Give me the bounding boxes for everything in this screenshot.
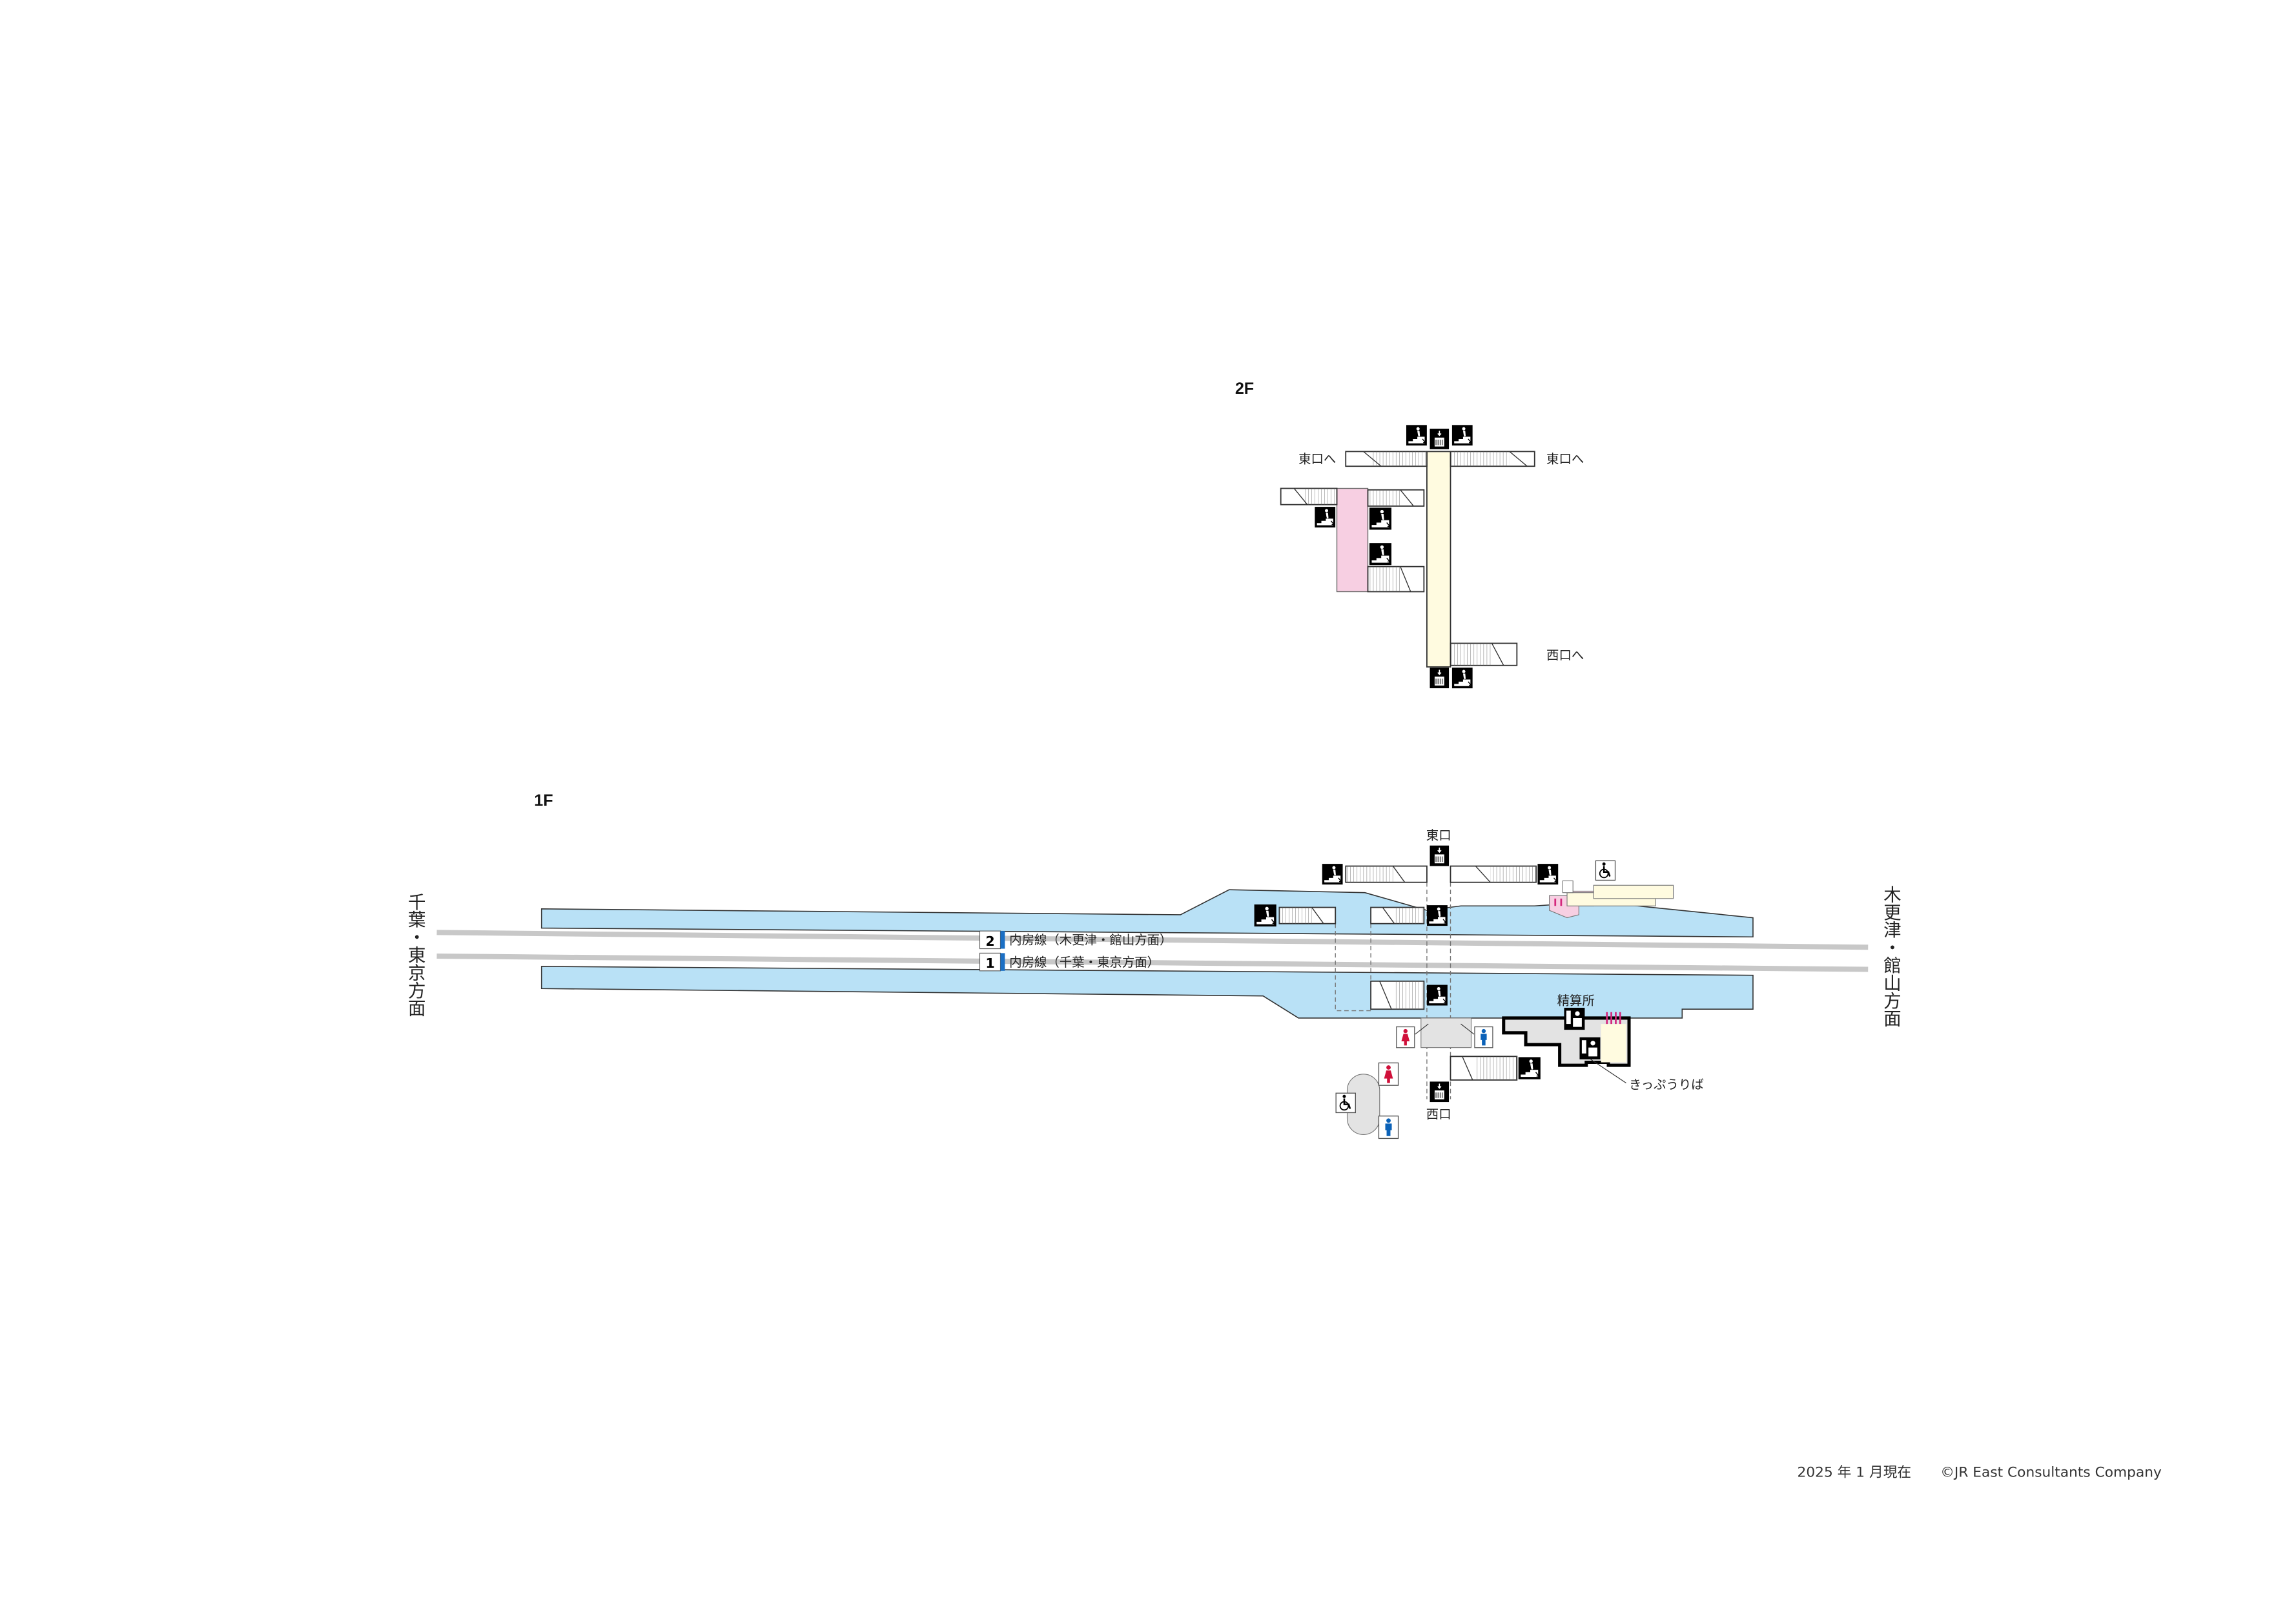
ramp-east — [1593, 884, 1674, 899]
stairs-1f-west — [1450, 1056, 1518, 1081]
stairs-1f-platform-north-right — [1370, 906, 1425, 924]
female-toilet-icon — [1378, 1062, 1399, 1087]
stairs-1f-east-right — [1450, 865, 1537, 883]
toilet-area — [1420, 1017, 1472, 1048]
elevator-icon — [1430, 427, 1450, 451]
track-2 — [436, 930, 1869, 950]
stairs-up-icon — [1369, 543, 1392, 566]
fare-adjustment-label: 精算所 — [1557, 993, 1595, 1008]
stairs-up-icon — [1426, 984, 1448, 1006]
direction-left: 千葉・東京方面 — [405, 893, 426, 1017]
ticket-sales-label: きっぷうりば — [1629, 1077, 1704, 1092]
track-number: 2 — [985, 934, 994, 949]
elevator-icon — [1430, 1081, 1450, 1103]
stairs-up-icon — [1518, 1056, 1541, 1080]
ticket-hall — [1601, 1024, 1626, 1063]
platform-north — [540, 889, 1754, 938]
track-line-name: 内房線（千葉・東京方面） — [1009, 955, 1160, 970]
stairs-up-icon — [1369, 507, 1392, 530]
stairs-2f-east-right — [1450, 451, 1535, 467]
stairs-1f-platform-south — [1370, 980, 1425, 1010]
stairs-2f-pink-left — [1280, 487, 1338, 505]
stairs-down-icon — [1406, 425, 1427, 446]
stairs-2f-pink-right-upper — [1367, 489, 1425, 507]
male-toilet-icon — [1378, 1115, 1399, 1139]
stairs-1f-platform-north-left — [1278, 906, 1337, 924]
floor-1f: 1F — [405, 791, 1901, 1139]
floor-2f: 2F — [1235, 380, 1584, 689]
ticket-gates-east — [1554, 898, 1563, 906]
male-toilet-icon — [1474, 1026, 1493, 1048]
elevator-icon — [1430, 845, 1450, 866]
track-1 — [436, 953, 1869, 972]
elevator-icon — [1430, 667, 1450, 689]
stairs-up-icon — [1451, 425, 1473, 446]
track-label-2: 2 内房線（木更津・館山方面） — [979, 930, 1172, 950]
steps-east — [1562, 880, 1573, 893]
direction-right: 木更津・館山方面 — [1880, 885, 1901, 1026]
stairs-up-icon — [1254, 904, 1276, 927]
gate-area-2f — [1336, 487, 1369, 593]
exit-label-west: 西口へ — [1546, 648, 1584, 663]
ticket-gates — [1606, 1012, 1621, 1025]
wheelchair-icon — [1335, 1092, 1357, 1114]
exit-label-west: 西口 — [1426, 1107, 1451, 1121]
track-number: 1 — [985, 955, 994, 971]
floor-2f-label: 2F — [1235, 380, 1254, 398]
footer-copyright: ©JR East Consultants Company — [1940, 1465, 2162, 1481]
exit-label-east-left: 東口へ — [1298, 452, 1336, 467]
wheelchair-ramp-icon — [1595, 860, 1616, 881]
exit-label-east: 東口 — [1426, 828, 1451, 842]
stairs-1f-east-left — [1345, 865, 1428, 883]
stairs-up-icon — [1322, 863, 1343, 885]
track-line-name: 内房線（木更津・館山方面） — [1009, 933, 1172, 948]
track-label-1: 1 内房線（千葉・東京方面） — [979, 952, 1160, 972]
stairs-up-icon — [1451, 667, 1473, 689]
concourse-2f — [1426, 451, 1451, 668]
stairs-down-icon — [1315, 506, 1336, 528]
stairs-up-icon — [1537, 863, 1559, 885]
fare-adjustment-icon — [1564, 1007, 1585, 1030]
stairs-2f-pink-right-lower — [1367, 566, 1425, 593]
stairs-2f-east-left — [1345, 451, 1428, 467]
ticket-machine-icon — [1579, 1037, 1601, 1059]
stairs-2f-west — [1450, 642, 1518, 666]
footer-date: 2025 年 1 月現在 — [1798, 1465, 1912, 1481]
exit-label-east-right: 東口へ — [1546, 452, 1584, 467]
stairs-up-icon — [1426, 904, 1448, 926]
female-toilet-icon — [1395, 1026, 1415, 1048]
floor-1f-label: 1F — [534, 791, 553, 810]
